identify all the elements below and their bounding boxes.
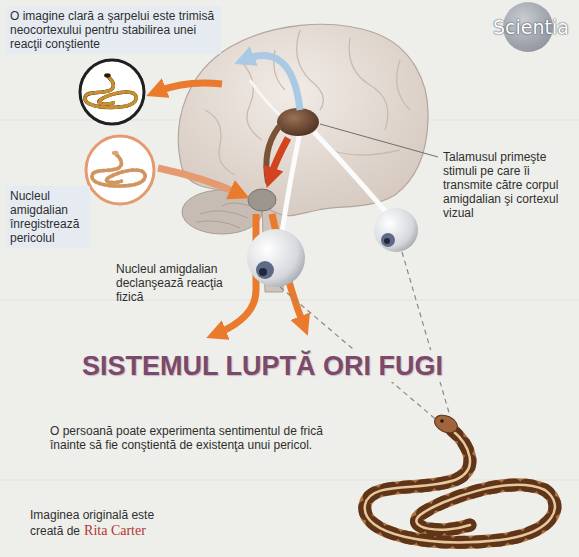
eye	[247, 229, 305, 287]
snake	[365, 412, 555, 543]
reaction-arrow	[216, 214, 256, 334]
annotation-text: Nucleul amigdalian înregistrează pericol…	[6, 186, 90, 248]
signal-arrow	[158, 168, 240, 194]
eye-iris	[256, 261, 274, 279]
credit-author: Rita Carter	[84, 523, 146, 538]
eye-pupil	[259, 268, 267, 276]
thalamus	[277, 108, 319, 136]
sight-line	[402, 252, 450, 416]
signal-arrow	[156, 83, 222, 92]
leader-line	[320, 124, 438, 157]
cerebellum-folds	[196, 203, 250, 228]
optic-pathway	[314, 132, 386, 212]
annotation-text: Talamusul primeşte stimuli pe care îi tr…	[443, 150, 574, 220]
snake-vague-image	[86, 136, 154, 204]
note-text: O persoană poate experimenta sentimentul…	[50, 424, 350, 452]
eye-iris	[381, 233, 395, 247]
amygdala	[248, 189, 276, 211]
snake-clear-image	[80, 60, 144, 124]
watermark-logo: Scientia	[493, 16, 569, 38]
background-texture	[0, 120, 579, 480]
brain-gyri	[205, 30, 410, 175]
title: SISTEMUL LUPTĂ ORI FUGI	[76, 350, 449, 382]
eye	[374, 208, 418, 252]
snake-dark	[85, 73, 136, 107]
signal-arrow	[270, 138, 288, 178]
credit: Imaginea originală este creată deRita Ca…	[30, 508, 158, 539]
signal-arrow	[244, 56, 300, 110]
annotation-text: Nucleul amigdalian declanşează reacţia f…	[116, 262, 240, 304]
eye-pupil	[384, 238, 390, 244]
snake-pale	[92, 151, 145, 186]
annotation-text: O imagine clară a şarpelui este trimisă …	[6, 6, 221, 54]
